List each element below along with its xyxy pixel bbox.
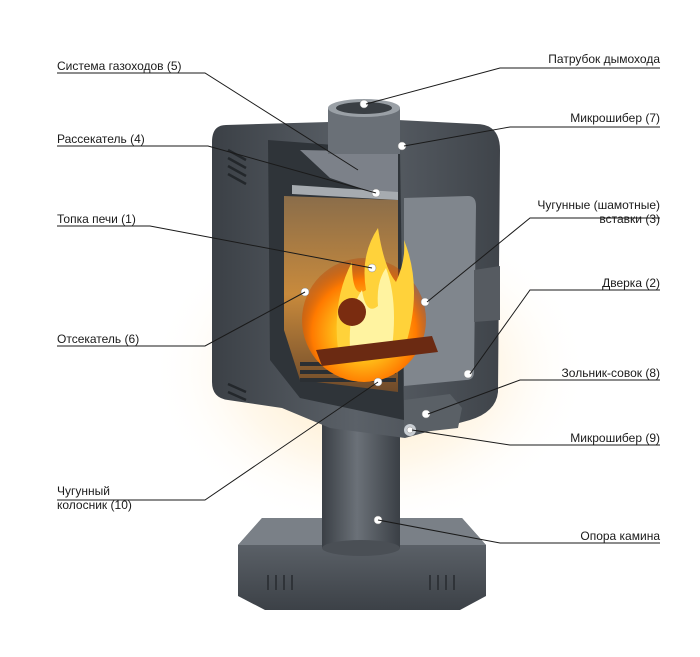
label-divider: Рассекатель (4) xyxy=(57,132,145,146)
label-ash-pan: Зольник-совок (8) xyxy=(561,366,660,380)
label-flue-pipe: Патрубок дымохода xyxy=(548,52,660,66)
logs xyxy=(316,336,438,366)
label-cutoff: Отсекатель (6) xyxy=(57,332,140,346)
label-support: Опора камина xyxy=(580,529,660,543)
label-micro-damper-bottom: Микрошибер (9) xyxy=(570,431,660,445)
label-door: Дверка (2) xyxy=(602,276,660,290)
ash-pan xyxy=(404,394,462,434)
label-inserts-line1: Чугунные (шамотные) xyxy=(537,198,660,212)
label-micro-damper-top: Микрошибер (7) xyxy=(570,111,660,125)
label-grate-line1: Чугунный xyxy=(57,484,110,498)
gas-duct-hood xyxy=(300,150,398,196)
label-inserts-line2: вставки (3) xyxy=(599,212,660,226)
label-grate-line2: колосник (10) xyxy=(57,498,132,512)
label-gas-ducts: Система газоходов (5) xyxy=(57,59,182,73)
label-firebox: Топка печи (1) xyxy=(57,212,136,226)
leader-lines xyxy=(57,67,660,544)
